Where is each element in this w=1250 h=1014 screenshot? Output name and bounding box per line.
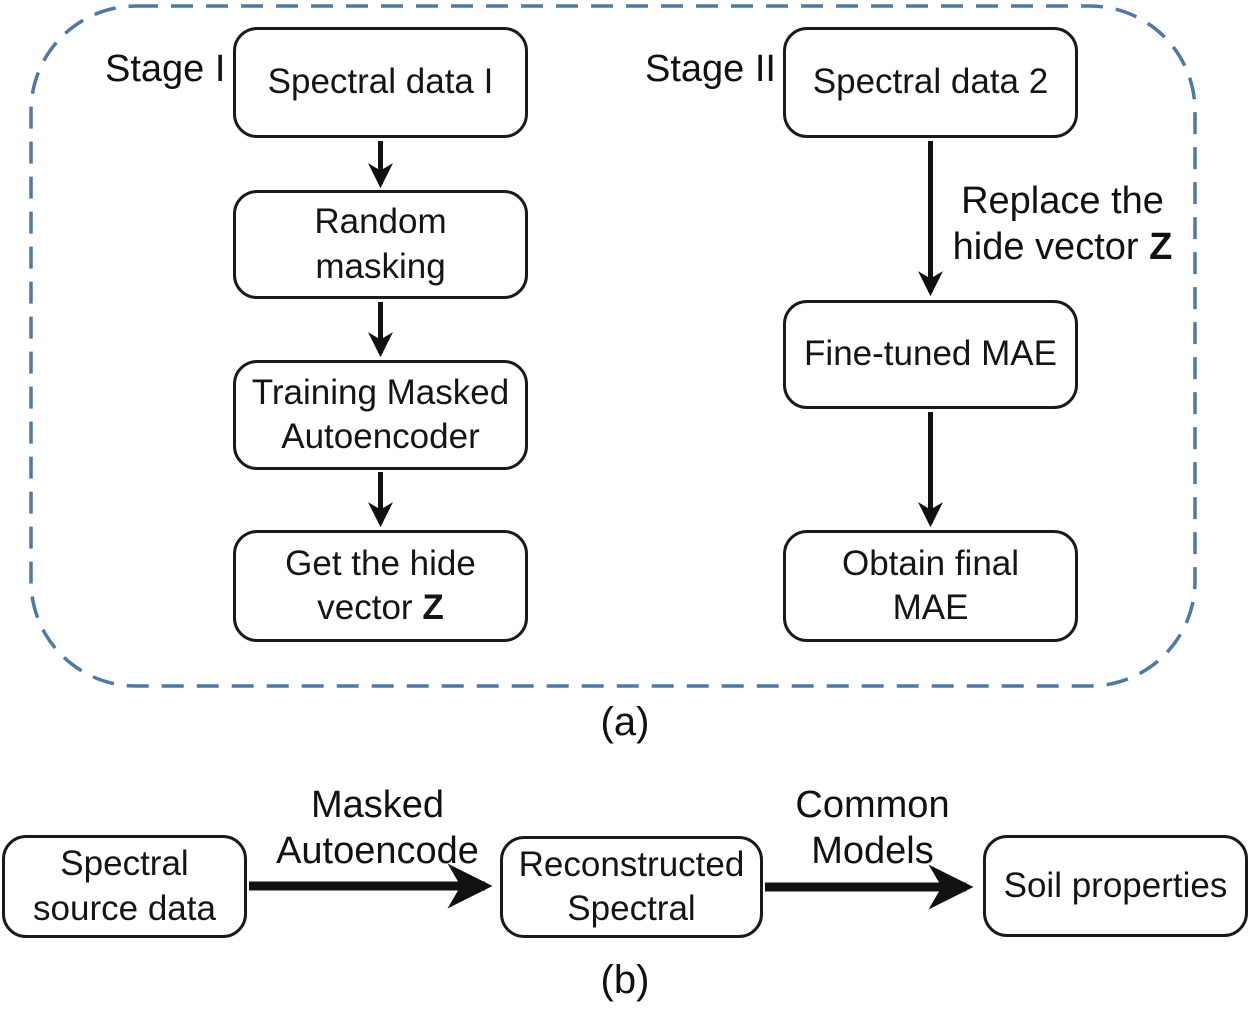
box-spectral-data-2-label: Spectral data 2 (812, 62, 1049, 102)
box-source-line2: source data (33, 888, 216, 928)
stage1-label: Stage I (105, 48, 226, 90)
box-reconstructed-line2: Spectral (567, 889, 696, 928)
box-get-hide-line1: Get the hide (285, 543, 476, 583)
box-training-line1: Training Masked (251, 372, 510, 412)
panel-b-caption: (b) (600, 958, 650, 1002)
masked-autoencode-line1: Masked (310, 784, 445, 826)
box-fine-tuned-mae: Fine-tuned MAE (783, 300, 1078, 409)
masked-autoencode-label: Masked Autoencode (265, 782, 490, 875)
box-random-masking-line2: masking (315, 246, 446, 286)
box-spectral-data-2: Spectral data 2 (783, 27, 1078, 138)
replace-z-symbol: Z (1149, 226, 1173, 269)
box-get-hide-line2: vector Z (317, 588, 444, 627)
common-models-label: Common Models (760, 782, 985, 875)
box-spectral-source-data: Spectral source data (2, 835, 247, 938)
box-obtain-final-line2: MAE (892, 588, 969, 627)
box-source-line1: Spectral (60, 844, 189, 884)
box-soil-properties-label: Soil properties (1003, 865, 1228, 905)
box-reconstructed-spectral: Reconstructed Spectral (500, 836, 763, 938)
box-obtain-final-mae: Obtain final MAE (783, 530, 1078, 642)
panel-a-caption: (a) (600, 700, 650, 744)
common-models-line1: Common (795, 784, 950, 826)
box-reconstructed-line1: Reconstructed (518, 844, 745, 884)
masked-autoencode-line2: Autoencode (276, 830, 479, 873)
box-soil-properties: Soil properties (983, 835, 1248, 937)
box-training-masked-autoencoder: Training Masked Autoencoder (233, 360, 528, 470)
box-training-line2: Autoencoder (281, 417, 480, 456)
replace-label-line1: Replace the (961, 180, 1164, 222)
replace-label-line2: hide vector Z (952, 226, 1173, 269)
box-fine-tuned-mae-label: Fine-tuned MAE (804, 334, 1057, 374)
box-random-masking-line1: Random (314, 202, 447, 242)
hide-vector-z-symbol: Z (422, 588, 444, 627)
box-get-hide-vector: Get the hide vector Z (233, 530, 528, 642)
box-spectral-data-1-label: Spectral data I (267, 62, 494, 102)
box-obtain-final-line1: Obtain final (841, 543, 1020, 583)
common-models-line2: Models (811, 830, 934, 873)
box-random-masking: Random masking (233, 190, 528, 299)
replace-hide-vector-label: Replace the hide vector Z (950, 178, 1175, 271)
stage2-label: Stage II (645, 48, 776, 90)
box-spectral-data-1: Spectral data I (233, 27, 528, 138)
